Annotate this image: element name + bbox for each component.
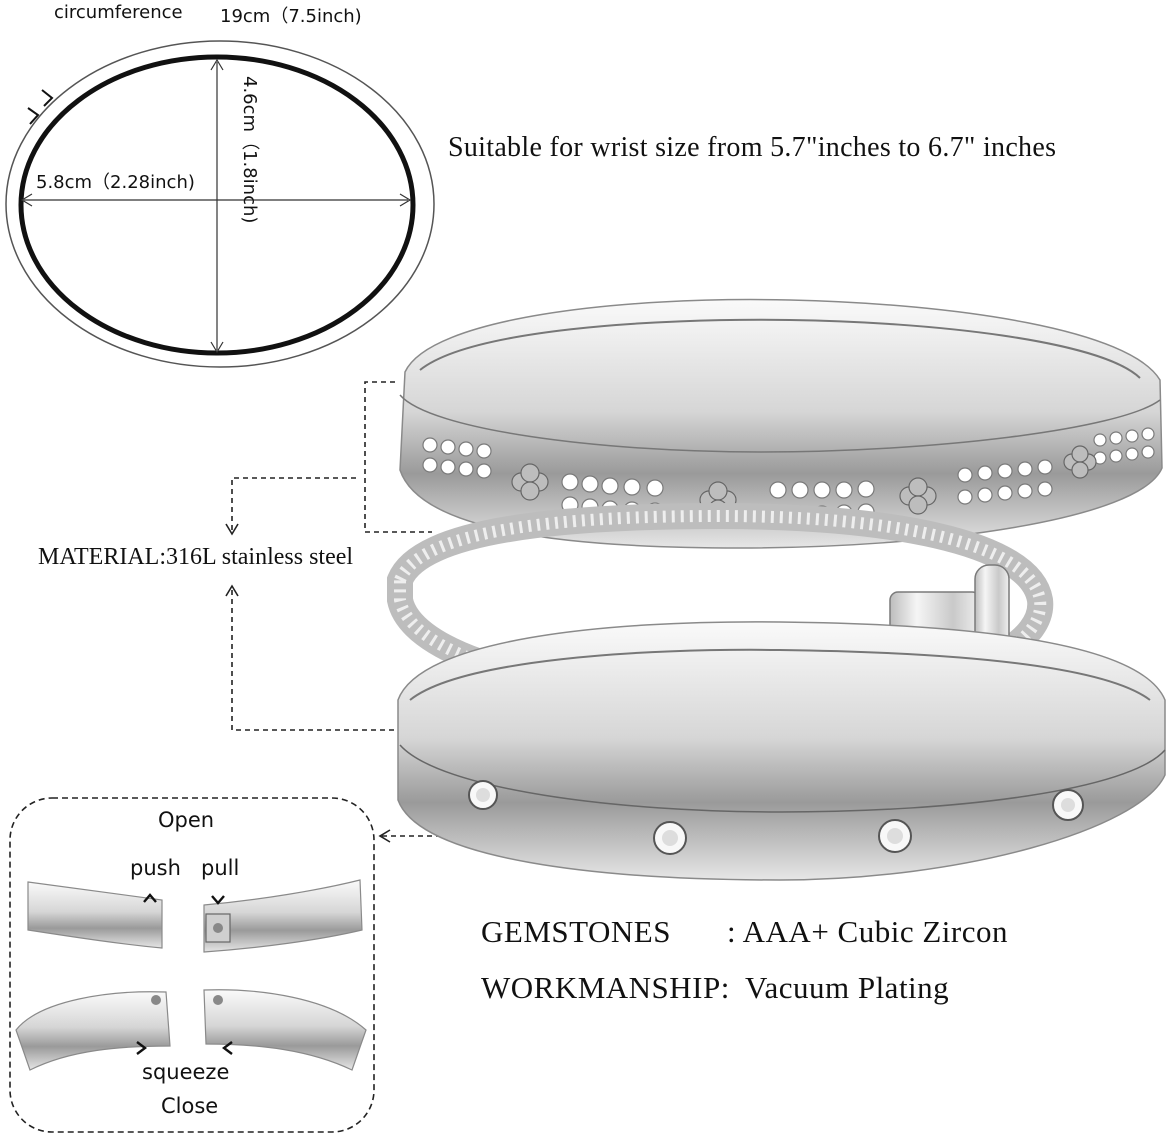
height-label: 4.6cm（1.8inch) bbox=[239, 76, 260, 224]
clasp-squeeze-label: squeeze bbox=[142, 1060, 230, 1084]
clasp-open-left bbox=[27, 881, 163, 949]
clasp-pull-label: pull bbox=[201, 856, 240, 880]
pull-chevron-icon bbox=[211, 895, 225, 905]
pave-bangle bbox=[399, 298, 1163, 549]
workmanship-label: WORKMANSHIP: bbox=[481, 970, 730, 1005]
width-label: 5.8cm（2.28inch) bbox=[36, 172, 195, 193]
workmanship-value: Vacuum Plating bbox=[745, 970, 950, 1005]
gemstones-label: GEMSTONES bbox=[481, 914, 671, 949]
bangle-outline-outer bbox=[5, 40, 435, 368]
clover-icons bbox=[511, 445, 1097, 519]
love-bangle bbox=[397, 621, 1166, 881]
circumference-value: 19cm（7.5inch) bbox=[220, 6, 362, 27]
push-chevron-icon bbox=[143, 893, 157, 903]
clasp-close-right bbox=[203, 989, 367, 1071]
clasp-close-left bbox=[15, 991, 171, 1071]
circumference-label: circumference bbox=[54, 2, 183, 23]
clasp-push-label: push bbox=[130, 856, 181, 880]
clasp-close-label: Close bbox=[161, 1094, 219, 1118]
material-label: MATERIAL:316L stainless steel bbox=[38, 544, 354, 570]
squeeze-right-chevron-icon bbox=[222, 1041, 233, 1055]
clasp-open-label: Open bbox=[158, 808, 215, 832]
gemstones-value: : AAA+ Cubic Zircon bbox=[727, 914, 1008, 949]
circumference-arrow-icon bbox=[27, 89, 54, 125]
wrist-size-note: Suitable for wrist size from 5.7"inches … bbox=[448, 132, 1057, 163]
squeeze-left-chevron-icon bbox=[136, 1041, 147, 1055]
clasp-open-right bbox=[203, 879, 363, 953]
clasp-guide-frame bbox=[9, 797, 375, 1133]
